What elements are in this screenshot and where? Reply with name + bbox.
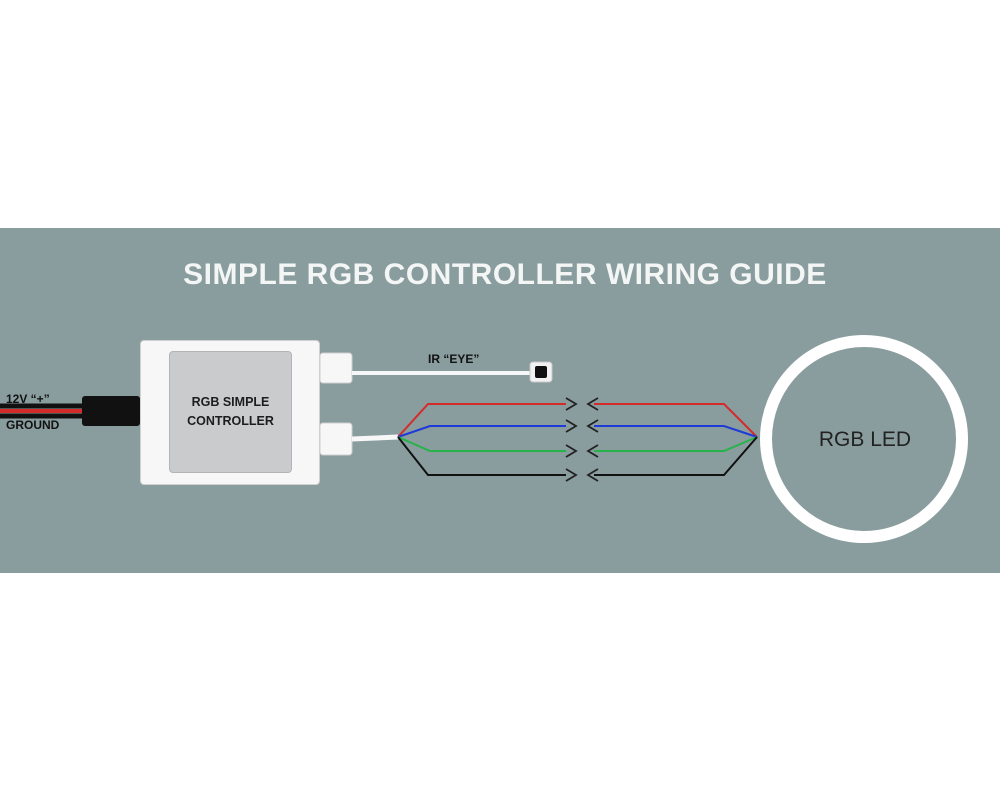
- power-plug: [82, 396, 140, 426]
- wire-black-right: [594, 436, 758, 476]
- ir-eye-cable: [319, 352, 553, 384]
- led-output-connector: [319, 422, 399, 456]
- power-ground-label: GROUND: [6, 418, 60, 432]
- controller-label-panel: RGB SIMPLE CONTROLLER: [169, 351, 292, 473]
- diagram-title: SIMPLE RGB CONTROLLER WIRING GUIDE: [183, 258, 827, 291]
- power-input-cable: [0, 396, 140, 426]
- wire-red-right: [594, 403, 758, 438]
- wire-black: [397, 436, 566, 476]
- wire-blue: [397, 425, 566, 438]
- rgb-led-ring: [760, 335, 968, 543]
- wire-green-right: [594, 436, 758, 452]
- rgb-led-label: RGB LED: [818, 428, 912, 451]
- wire-blue-right: [594, 425, 758, 438]
- wire-green: [397, 436, 566, 452]
- ir-connector: [319, 352, 353, 384]
- wire-connector-chevrons: [565, 397, 599, 482]
- ir-eye-label: IR “EYE”: [428, 352, 480, 366]
- power-positive-label: 12V “+”: [6, 392, 50, 406]
- controller-label: RGB SIMPLE CONTROLLER: [187, 395, 274, 428]
- wire-red: [397, 403, 566, 438]
